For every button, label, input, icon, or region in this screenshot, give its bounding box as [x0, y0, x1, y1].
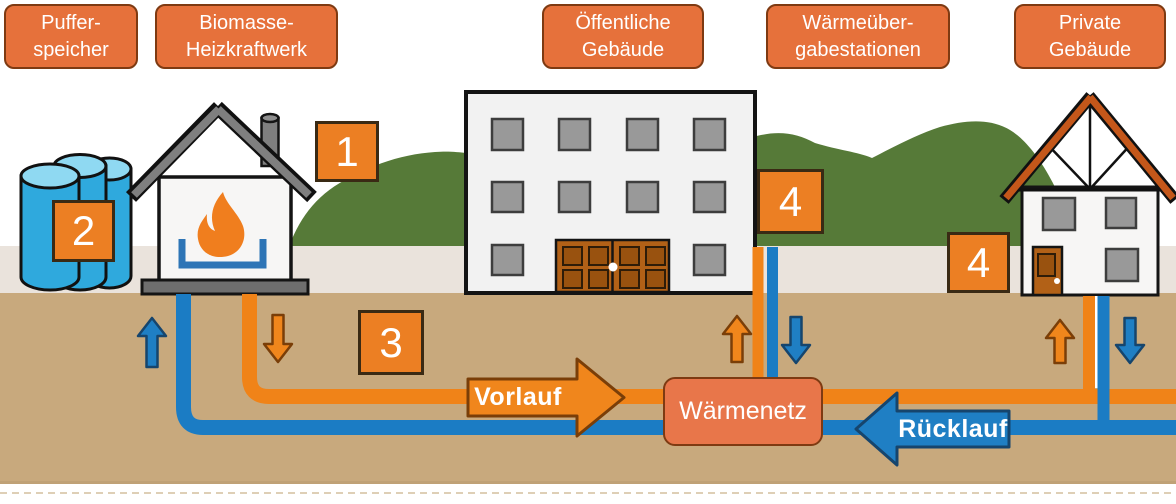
plant-platform [140, 278, 310, 296]
ruecklauf-arrow-icon [854, 391, 1011, 467]
roof-beams [125, 101, 317, 203]
label-line: gabestationen [795, 38, 921, 61]
label-line: Wärmeüber- [802, 11, 914, 34]
public-building-door [554, 238, 671, 294]
badge-3-heat-network: 3 [358, 310, 424, 375]
label-line: Gebäude [581, 38, 665, 61]
label-waermeuebergabestationen: Wärmeüber- gabestationen [766, 4, 950, 69]
badge-1-biomass-plant: 1 [315, 121, 379, 182]
label-line: Biomasse- [199, 11, 294, 34]
heat-network-pipes [176, 247, 1176, 435]
door-handle-dot [608, 262, 618, 272]
label-line: Heizkraftwerk [185, 38, 308, 61]
private-house-door [1031, 245, 1064, 297]
boiler-bracket-icon [178, 239, 267, 269]
badge-2-buffer-storage: 2 [52, 200, 115, 262]
public-building-windows [490, 117, 727, 277]
flame-icon [197, 192, 245, 258]
roof-truss [999, 92, 1176, 204]
return-up-arrow-icon [136, 316, 168, 369]
return-down-arrow-icon [1114, 316, 1146, 365]
vorlauf-arrow-icon [466, 357, 626, 438]
label-line: Gebäude [1048, 38, 1132, 61]
ruecklauf-label: Rücklauf [898, 415, 1008, 443]
vorlauf-label: Vorlauf [474, 383, 562, 411]
badge-4-station-private: 4 [947, 232, 1010, 293]
label-private-gebaeude: Private Gebäude [1014, 4, 1166, 69]
supply-up-arrow-icon [1044, 318, 1076, 365]
label-line: Private [1058, 11, 1122, 34]
private-house-icon [999, 92, 1176, 297]
supply-pipe-orange [242, 294, 1176, 404]
label-line: Puffer- [41, 11, 101, 34]
public-building-icon [464, 90, 757, 295]
label-pufferspeicher: Puffer- speicher [4, 4, 138, 69]
label-line: speicher [33, 38, 109, 61]
label-oeffentliche-gebaeude: Öffentliche Gebäude [542, 4, 704, 69]
door-handle-dot [1054, 278, 1060, 284]
private-house-windows [1041, 196, 1140, 283]
badge-4-station-public: 4 [757, 169, 824, 234]
return-pipe-blue [176, 294, 1176, 435]
label-line: Öffentliche [575, 11, 671, 34]
label-biomasse-heizkraftwerk: Biomasse- Heizkraftwerk [155, 4, 338, 69]
supply-up-arrow-icon [721, 314, 753, 364]
return-down-arrow-icon [780, 315, 812, 365]
waermenetz-label: Wärmenetz [663, 377, 823, 446]
biomass-plant-icon [125, 101, 317, 296]
flow-direction-arrows [136, 313, 1146, 369]
supply-down-arrow-icon [262, 313, 294, 364]
